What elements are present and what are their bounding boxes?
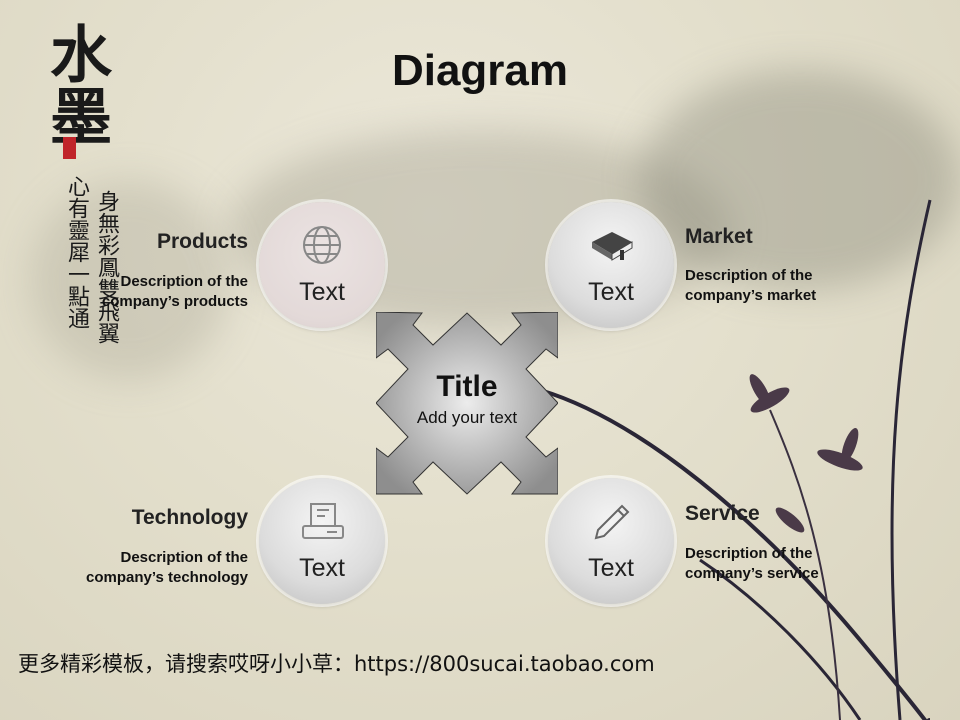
footer-text: 更多精彩模板，请搜索哎呀小小草：https://800sucai.taobao.… [18,652,655,676]
pencil-icon [594,504,630,540]
service-circle-text: Text [588,554,634,582]
center-subtitle: Add your text [416,408,518,427]
market-circle-text: Text [588,278,634,306]
printer-icon [302,503,344,539]
technology-heading: Technology [131,506,248,529]
center-title: Title [436,370,498,403]
products-heading: Products [156,230,248,253]
slide-title: Diagram [391,46,569,95]
market-heading: Market [685,225,753,248]
red-seal [63,137,76,159]
service-circle[interactable]: Text [548,478,674,604]
center-four-arrow-shape [376,312,558,495]
book-icon [592,232,633,261]
globe-icon [303,226,341,264]
service-heading: Service [685,502,760,525]
background-mist [30,180,230,380]
technology-circle-text: Text [299,554,345,582]
market-circle[interactable]: Text [548,202,674,328]
technology-circle[interactable]: Text [259,478,385,604]
products-circle[interactable]: Text [259,202,385,328]
background-mountain [640,70,960,290]
products-circle-text: Text [299,278,345,306]
